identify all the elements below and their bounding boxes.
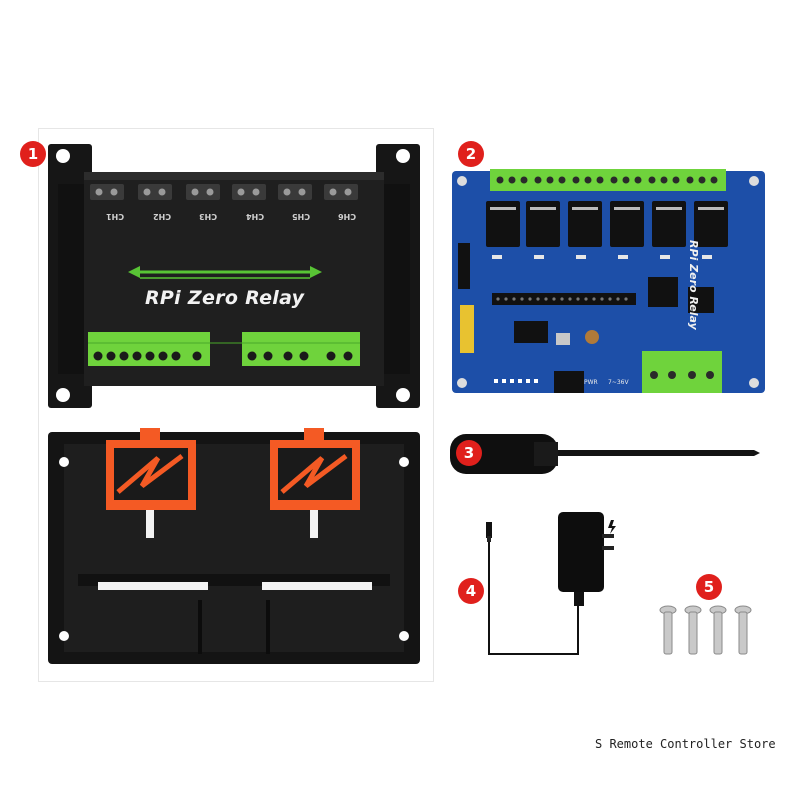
relay-enclosure-top [48,144,420,408]
case-channel-label: CH3 [199,212,218,221]
case-channel-label: CH2 [153,212,172,221]
relay-pcb-board [452,169,765,393]
board-power-label: PWR [584,379,598,386]
board-product-title: RPi Zero Relay [687,240,700,330]
item-badge-2: 2 [458,141,484,167]
standoff-screws-image [659,605,752,655]
item-badge-3: 3 [456,440,482,466]
case-channel-label: CH5 [292,212,311,221]
case-channel-label: CH6 [338,212,357,221]
item-badge-4: 4 [458,578,484,604]
screwdriver-image [450,434,760,474]
store-watermark: S Remote Controller Store [595,737,776,751]
case-channel-label: CH4 [246,212,265,221]
item-badge-1: 1 [20,141,46,167]
power-adapter-image [486,512,616,655]
case-product-title: RPi Zero Relay [145,287,305,309]
board-voltage-label: 7~36V [608,379,629,386]
item-badge-5: 5 [696,574,722,600]
case-channel-label: CH1 [106,212,125,221]
relay-enclosure-base [48,428,420,664]
